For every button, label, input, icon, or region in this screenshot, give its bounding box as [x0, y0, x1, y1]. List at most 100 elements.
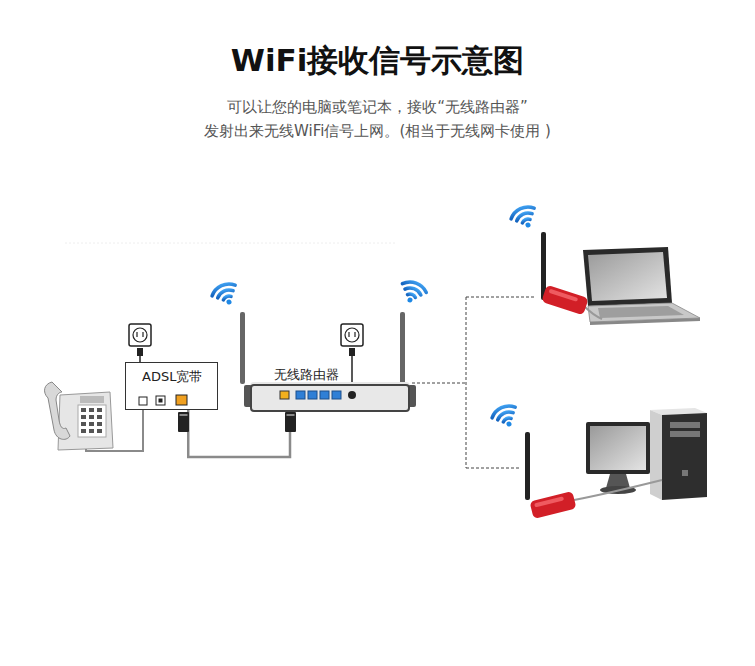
router-body	[250, 384, 410, 412]
cable-plug	[285, 412, 296, 432]
cable-plug	[178, 412, 189, 432]
device-label: ADSL宽带	[142, 368, 202, 386]
router-ports	[320, 391, 329, 399]
power-outlet	[354, 332, 355, 337]
router-antenna	[400, 312, 405, 384]
usb-wifi-adapter	[529, 491, 576, 519]
usb-wifi-adapter	[541, 285, 588, 316]
phone-keypad	[78, 405, 106, 437]
wifi-symbol	[509, 203, 541, 232]
phone-keys	[97, 415, 102, 419]
phone-keys	[89, 415, 94, 419]
wifi-symbol	[509, 203, 534, 219]
usb-wifi-adapter	[541, 232, 589, 315]
subtitle: 可以让您的电脑或笔记本，接收“无线路由器”	[227, 98, 528, 116]
wifi-symbol	[490, 402, 522, 431]
cable-plug	[285, 412, 296, 432]
router-ports	[280, 391, 289, 399]
desktop-icon	[606, 474, 630, 488]
cable-plug	[180, 414, 188, 416]
wifi-symbol	[407, 297, 413, 303]
usb-wifi-adapter	[541, 285, 588, 316]
phone-display	[80, 396, 104, 403]
phone-keys	[89, 429, 94, 433]
modem-ports	[139, 395, 187, 405]
wifi-symbol	[490, 402, 515, 418]
router-antenna	[240, 312, 405, 384]
desktop-icon	[590, 426, 646, 470]
desktop-icon	[586, 408, 707, 500]
wifi-symbol	[405, 286, 422, 295]
laptop-icon	[583, 247, 672, 306]
wifi-symbol	[210, 280, 235, 296]
power-outlet	[341, 324, 363, 346]
title: WiFi接收信号示意图	[231, 42, 525, 78]
wifi-symbol	[402, 279, 428, 293]
power-outlet	[137, 348, 143, 356]
dashed-bracket	[412, 297, 536, 468]
power-outlet	[348, 332, 349, 337]
wifi-symbol	[525, 222, 532, 229]
cable-plug	[178, 412, 189, 432]
phone-keys	[89, 408, 94, 412]
subtitle-row: 发射出来无线WiFi信号上网。(相当于无线网卡使用 )	[0, 121, 755, 141]
modem-box: ADSL宽带	[125, 362, 218, 410]
usb-wifi-adapter	[534, 496, 564, 507]
modem-ports	[159, 399, 163, 403]
phone-keys	[97, 422, 102, 426]
router-ports	[348, 391, 356, 399]
usb-wifi-adapter	[525, 432, 530, 500]
phone-keys	[97, 429, 102, 433]
power-outlet	[129, 324, 151, 346]
power-outlet	[349, 348, 355, 356]
desktop-icon	[662, 413, 707, 500]
desktop-icon	[586, 422, 650, 474]
cable-connector	[188, 410, 290, 457]
wifi-symbol	[226, 299, 233, 306]
phone-body	[58, 392, 113, 450]
subtitle: 发射出来无线WiFi信号上网。(相当于无线网卡使用 )	[204, 122, 551, 140]
router-ports	[332, 391, 341, 399]
phone-keys	[81, 408, 86, 412]
modem-ports	[139, 397, 147, 405]
usb-cable	[574, 480, 662, 500]
wifi-symbol	[506, 421, 513, 428]
phone-handset	[45, 382, 70, 439]
router-ports	[308, 391, 317, 399]
faint-rule	[65, 243, 395, 244]
router-ports	[296, 391, 305, 399]
desktop-icon	[650, 410, 662, 500]
wifi-symbol	[223, 295, 231, 300]
phone-keys	[97, 408, 102, 412]
phone-keys	[81, 415, 86, 419]
phone-keys	[81, 408, 102, 433]
cable-plug	[287, 414, 295, 416]
usb-wifi-adapter	[525, 432, 577, 519]
router-box: 无线路由器	[250, 364, 410, 412]
usb-wifi-adapter	[548, 289, 578, 302]
power-outlet	[345, 328, 359, 342]
wifi-symbol	[407, 293, 416, 298]
modem-ports	[176, 395, 187, 405]
power-outlet	[133, 328, 147, 342]
router-fill	[250, 382, 410, 410]
wifi-symbol	[522, 218, 530, 223]
power-outlet	[341, 324, 363, 382]
modem-fill	[125, 362, 211, 410]
laptop-icon	[583, 247, 700, 325]
laptop-icon	[598, 306, 684, 318]
phone-keys	[81, 422, 86, 426]
power-outlet	[351, 356, 353, 382]
subtitle-row: 可以让您的电脑或笔记本，接收“无线路由器”	[0, 97, 755, 117]
usb-cable	[584, 306, 602, 319]
desktop-icon	[682, 470, 688, 476]
usb-wifi-adapter	[529, 491, 576, 519]
phone-keys	[81, 429, 86, 433]
phone-cable	[86, 406, 143, 451]
phone-keys	[89, 422, 94, 426]
modem-ports	[156, 396, 165, 405]
desktop-icon	[670, 431, 700, 437]
telephone-icon	[45, 382, 113, 450]
power-outlet	[129, 324, 151, 362]
wifi-symbol	[397, 279, 428, 307]
